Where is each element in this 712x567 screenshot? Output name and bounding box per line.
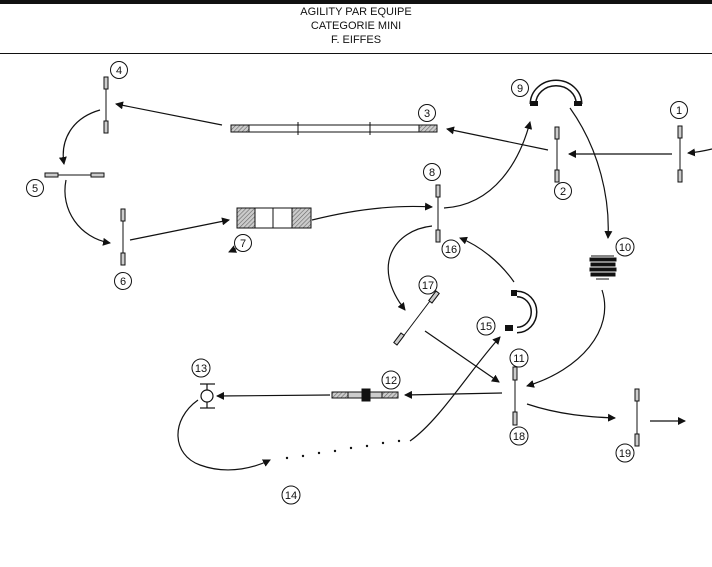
number-2: 2 [554,182,572,200]
course-judge: F. EIFFES [330,34,382,46]
svg-text:15: 15 [480,321,492,333]
path-arrow [443,121,533,209]
svg-text:19: 19 [619,448,631,460]
svg-text:16: 16 [445,244,457,256]
obstacle-14 [285,439,401,460]
path-arrow [404,390,503,399]
path-arrow [115,101,223,126]
obstacle-10 [589,255,617,280]
jump-2 [554,126,560,183]
path-arrow [526,289,606,388]
number-14: 14 [281,485,301,505]
svg-text:3: 3 [424,108,430,120]
course-header: AGILITY PAR EQUIPE CATEGORIE MINI F. EIF… [0,0,712,54]
number-7: 7 [234,234,252,252]
svg-text:7: 7 [240,238,246,250]
number-4: 4 [110,61,128,79]
path-arrow [459,236,515,283]
path-arrow [58,109,101,165]
svg-text:5: 5 [32,183,38,195]
svg-text:10: 10 [619,242,631,254]
number-6: 6 [114,272,132,290]
number-1: 1 [670,101,688,119]
path-arrow [129,217,230,241]
svg-text:18: 18 [513,431,525,443]
dogwalk-3 [230,122,438,135]
jump-6 [120,208,126,266]
obstacle-7 [236,207,312,229]
path-arrow [387,225,433,311]
tunnel-15 [505,290,538,334]
jump-5 [44,172,105,178]
path-arrow [177,399,271,471]
svg-text:4: 4 [116,65,122,77]
number-5: 5 [26,179,44,197]
svg-text:6: 6 [120,276,126,288]
tunnel-9 [529,79,583,106]
jump-19 [634,388,640,447]
number-13: 13 [191,358,211,378]
jump-17 [393,290,440,346]
svg-text:9: 9 [517,83,523,95]
number-9: 9 [511,79,529,97]
path-arrow [424,330,500,383]
path-arrow [446,126,549,151]
number-15: 15 [476,316,496,336]
svg-text:11: 11 [513,353,524,365]
number-18: 18 [509,426,529,446]
svg-text:8: 8 [429,167,435,179]
number-11: 11 [509,348,529,368]
jump-1 [677,125,683,183]
path-arrow [569,107,613,239]
number-10: 10 [615,237,635,257]
svg-text:1: 1 [676,105,682,117]
path-arrow [409,336,501,442]
number-19: 19 [615,443,635,463]
path-arrow [216,391,331,400]
number-3: 3 [418,104,436,122]
svg-text:2: 2 [560,186,566,198]
svg-text:14: 14 [285,490,297,502]
header-rule [0,53,712,54]
number-12: 12 [381,370,401,390]
path-arrow [311,202,433,221]
top-border [0,0,712,4]
jump-4 [103,76,109,134]
jump-11-18 [512,366,518,426]
course-category: CATEGORIE MINI [310,20,402,32]
jump-8-16 [435,184,441,243]
number-16: 16 [441,239,461,259]
seesaw-12 [331,388,399,402]
svg-text:17: 17 [422,280,434,292]
path-arrow [526,403,616,422]
number-8: 8 [423,163,441,181]
svg-text:12: 12 [385,375,397,387]
svg-text:13: 13 [195,363,207,375]
path-arrow [687,148,712,157]
course-title: AGILITY PAR EQUIPE [300,6,412,18]
number-17: 17 [418,275,438,295]
tire-13 [200,383,215,409]
path-arrow [64,179,111,246]
